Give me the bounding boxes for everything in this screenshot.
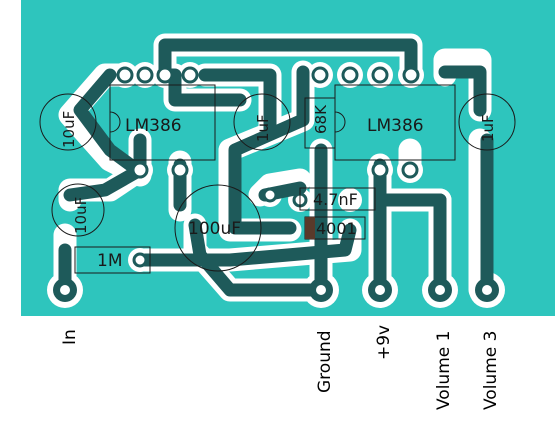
cap-center-left-label: 1uF [254,114,272,142]
resistor-left-outline [74,246,151,274]
cap-in-bottom-outline [51,183,105,237]
amp-left-outline [109,84,216,161]
cap-in-top-label: 10uF [60,111,78,148]
cap-in-bottom-label: 10uF [72,197,90,234]
cap-right-label: 1uF [479,114,497,142]
cap-right-outline [458,93,516,151]
amp-left-label: LM386 [125,116,182,136]
copper-traces [58,38,494,297]
silkscreen-layer [39,84,516,274]
connector-vcc-label: +9v [374,325,394,360]
connector-vol3-label: Volume 3 [481,331,501,410]
cap-in-top-outline [39,93,97,151]
cap-big-outline [174,184,262,272]
resistor-center-label: 68K [312,104,330,134]
cap-center-left-outline [233,93,291,151]
diode-band [305,217,315,239]
connector-in-label: In [60,329,80,345]
resistor-left-label: 1M [97,251,122,271]
ic-pads [116,66,420,179]
cap-small-outline [299,187,376,211]
cap-small-label: 4.7nF [313,190,358,209]
connector-pads [53,278,499,302]
cap-big-label: 100uF [188,219,241,239]
resistor-center-outline [304,97,336,149]
diode-label: 4001 [316,219,357,238]
connector-ground-label: Ground [315,330,335,393]
amp-right-label: LM386 [367,116,424,136]
connector-vol1-label: Volume 1 [434,331,454,410]
